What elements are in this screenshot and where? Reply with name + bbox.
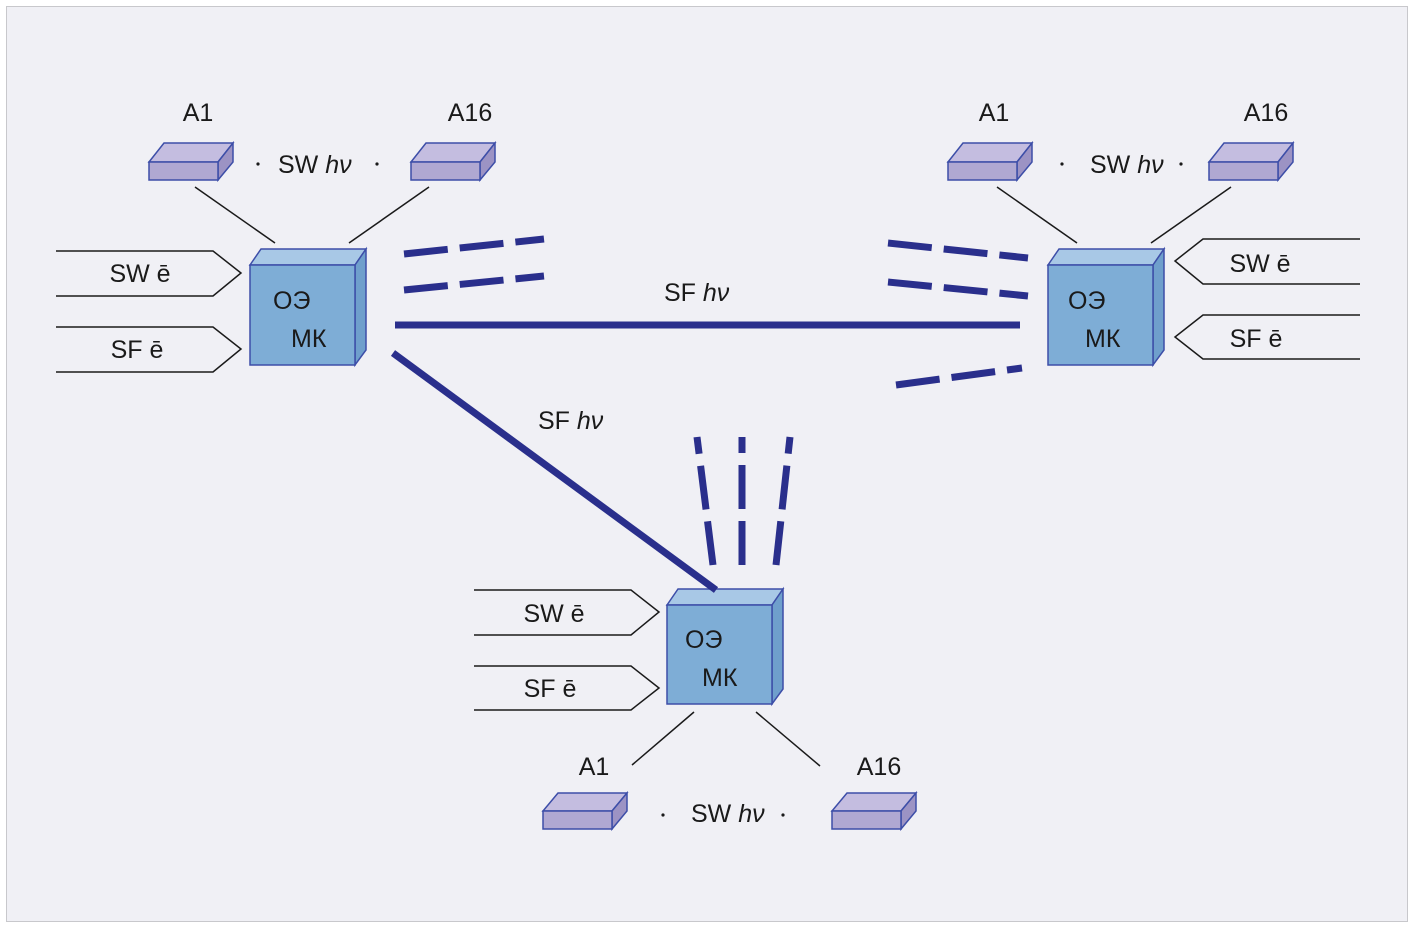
input-sf-arrow: SF ē	[474, 665, 661, 711]
input-sf-label: SF ē	[111, 336, 164, 364]
link-horizontal-label: SF hν	[664, 279, 730, 307]
input-sw-label: SW ē	[1229, 250, 1290, 278]
cube-line2: МК	[702, 664, 738, 692]
cube-left: ОЭ МК	[248, 246, 368, 368]
cube-line2: МК	[1085, 325, 1121, 353]
ellipsis-dot	[1060, 162, 1064, 166]
input-sf-arrow: SF ē	[56, 326, 243, 373]
emission-dashes	[403, 235, 545, 294]
diagram-frame	[6, 6, 1408, 922]
optical-links: SF hν SF hν	[390, 279, 1020, 593]
device-a16	[1207, 140, 1295, 183]
ellipsis-dot	[661, 813, 665, 817]
device-link-label: SW hν	[278, 151, 352, 179]
emission-dashes	[693, 436, 794, 566]
cube-line1: ОЭ	[1068, 287, 1105, 315]
input-sw-label: SW ē	[523, 600, 584, 628]
node-left: A1 A16 SW hν SW ē SF ē ОЭ МК	[56, 99, 545, 373]
device-connector	[755, 711, 821, 767]
input-sf-label: SF ē	[524, 675, 577, 703]
device-a1-label: A1	[183, 99, 214, 127]
ellipsis-dot	[256, 162, 260, 166]
device-connector	[348, 186, 430, 244]
cube-bottom: ОЭ МК	[665, 586, 785, 707]
link-diagonal	[390, 350, 719, 593]
cube-line1: ОЭ	[273, 287, 310, 315]
node-right: A1 A16 SW hν SW ē SF ē ОЭ МК	[887, 99, 1360, 389]
input-sf-arrow: SF ē	[1173, 314, 1360, 360]
cube-line2: МК	[291, 325, 327, 353]
device-a1-label: A1	[579, 753, 610, 781]
cube-right: ОЭ МК	[1046, 246, 1166, 368]
device-connector	[631, 711, 695, 766]
device-a16	[409, 140, 497, 183]
input-sw-arrow: SW ē	[1173, 238, 1360, 285]
device-a16-label: A16	[448, 99, 492, 127]
device-a1	[541, 790, 629, 832]
ellipsis-dot	[1179, 162, 1183, 166]
device-a16	[830, 790, 918, 832]
input-sw-arrow: SW ē	[56, 250, 243, 297]
emission-dashes	[887, 239, 1029, 389]
device-connector	[194, 186, 276, 244]
device-a1	[147, 140, 235, 183]
ellipsis-dot	[375, 162, 379, 166]
device-link-label: SW hν	[1090, 151, 1164, 179]
cube-line1: ОЭ	[685, 626, 722, 654]
input-sf-label: SF ē	[1230, 325, 1283, 353]
device-a16-label: A16	[857, 753, 901, 781]
input-sw-label: SW ē	[109, 260, 170, 288]
device-link-label: SW hν	[691, 800, 765, 828]
input-sw-arrow: SW ē	[474, 589, 661, 636]
device-a1	[946, 140, 1034, 183]
device-a1-label: A1	[979, 99, 1010, 127]
ellipsis-dot	[781, 813, 785, 817]
device-connector	[1150, 186, 1232, 244]
device-connector	[996, 186, 1078, 244]
node-bottom: SW ē SF ē ОЭ МК A1 A16	[474, 436, 918, 832]
link-diagonal-label: SF hν	[538, 407, 604, 435]
device-a16-label: A16	[1244, 99, 1288, 127]
